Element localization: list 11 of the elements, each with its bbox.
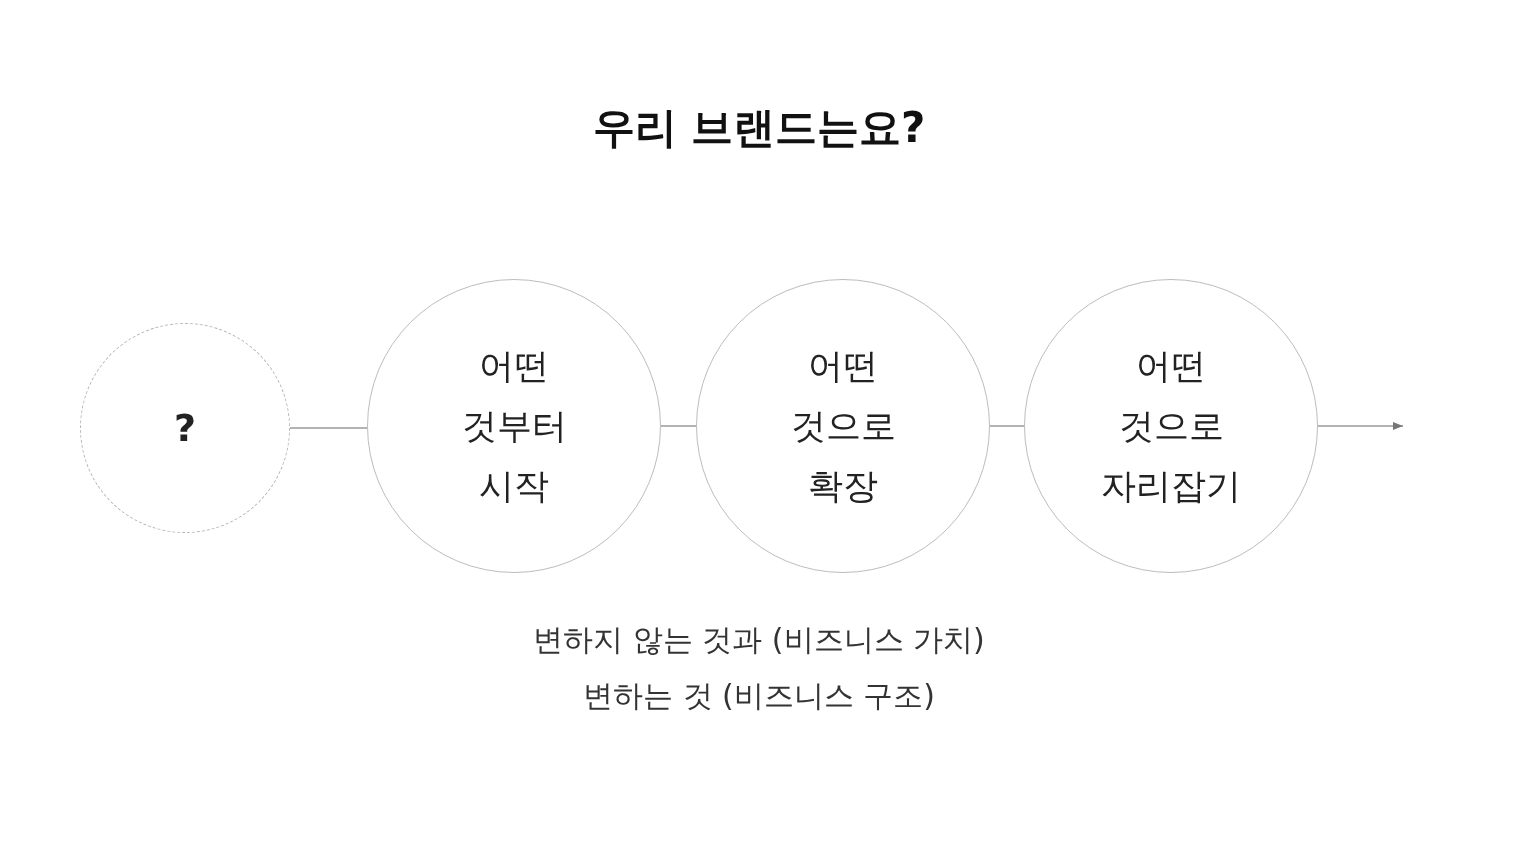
- connector-line: [660, 425, 697, 427]
- arrow: [1317, 421, 1404, 431]
- step-text: 어떤 것부터 시작: [461, 345, 567, 508]
- connector-line: [289, 427, 368, 429]
- title: 우리 브랜드는요?: [591, 102, 927, 154]
- note-text: 변하지 않는 것과 (비즈니스 가치): [532, 621, 986, 659]
- step-text: ?: [173, 405, 196, 452]
- connector-line: [989, 425, 1025, 427]
- note-text: 변하는 것 (비즈니스 구조): [582, 677, 936, 715]
- step-text: 어떤 것으로 확장: [790, 345, 896, 508]
- step-text: 어떤 것으로 자리잡기: [1101, 345, 1241, 508]
